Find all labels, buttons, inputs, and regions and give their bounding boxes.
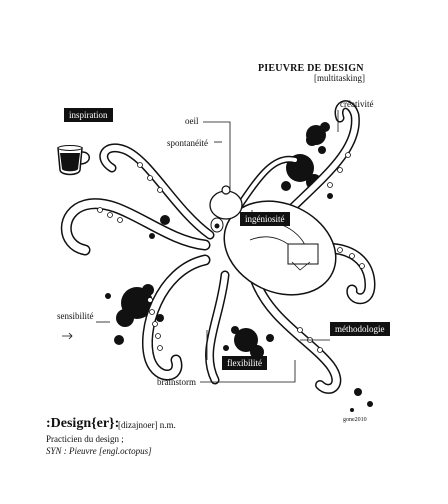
label-sensibilite: sensibilité (57, 311, 94, 321)
suckers (97, 152, 365, 353)
leader-lines (96, 110, 339, 383)
definition-line-1: Practicien du design ; (46, 434, 124, 444)
label-inspiration: inspiration (64, 108, 113, 122)
definition-line-2: SYN : Pieuvre [engl.octopus] (46, 446, 152, 456)
definition-pronunciation: [dizajnoer] n.m. (118, 420, 176, 430)
label-oeil: oeil (185, 116, 199, 126)
tentacles (60, 100, 376, 394)
label-brainstorm: brainstorm (157, 377, 196, 387)
page-title: PIEUVRE DE DESIGN (258, 63, 364, 74)
label-spontaneite: spontanéité (167, 138, 208, 148)
artist-signature: gone2010 (343, 417, 367, 423)
arrow-icon (62, 332, 73, 340)
octopus-head (209, 185, 337, 296)
label-creativite: créativité (340, 99, 374, 109)
label-ingeniosite: ingéniosité (240, 212, 290, 226)
label-flexibilite: flexibilité (222, 356, 267, 370)
page-subtitle: [multitasking] (314, 73, 365, 83)
teacup-icon (57, 145, 90, 176)
label-methodologie: méthodologie (330, 322, 390, 336)
definition-word: :Design{er}: (46, 416, 120, 431)
